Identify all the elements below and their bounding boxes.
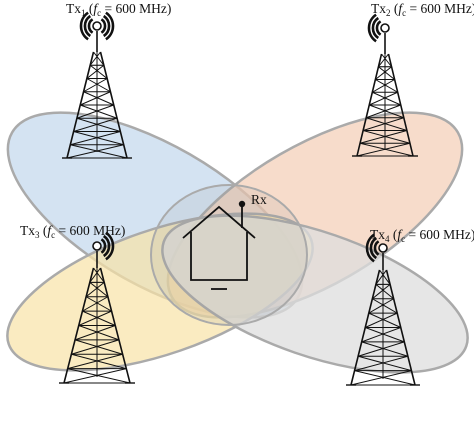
coverage-areas <box>6 111 469 374</box>
tx4-label: Tx4 (fc = 600 MHz) <box>370 227 474 244</box>
tx1-cell-tower-icon <box>62 11 132 159</box>
tx2-label: Tx2 (fc = 600 MHz) <box>371 1 474 18</box>
towers <box>59 11 420 386</box>
tx1-label: Tx1 (fc = 600 MHz) <box>66 1 172 18</box>
receiver-house-icon <box>182 200 256 290</box>
tx3-label: Tx3 (fc = 600 MHz) <box>20 223 126 240</box>
rx-label: Rx <box>251 192 267 207</box>
tx4-cell-tower-icon <box>346 233 420 386</box>
tx3-cell-tower-icon <box>59 231 135 384</box>
coverage-area-tx4 <box>161 214 469 374</box>
tx2-cell-tower-icon <box>352 13 418 157</box>
coverage-intersection <box>150 184 308 326</box>
